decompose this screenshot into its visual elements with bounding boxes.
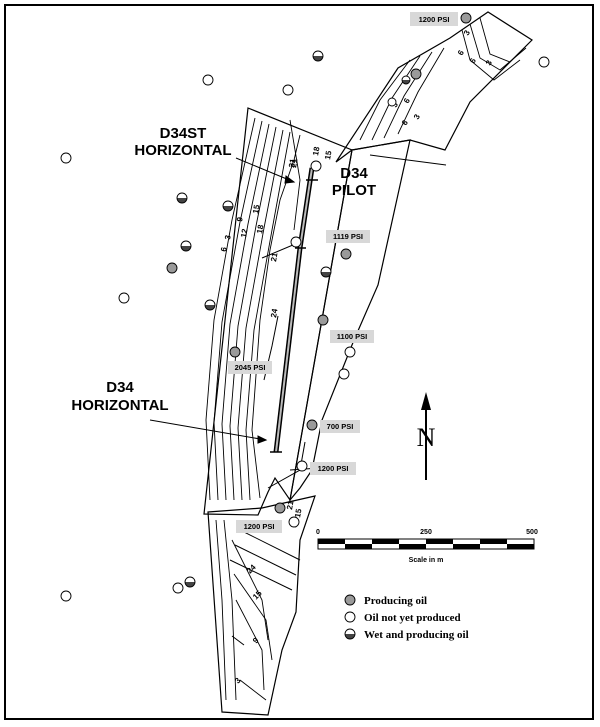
label-pointers — [149, 157, 296, 444]
contour-label: 6 — [468, 56, 478, 65]
contour-label: 21 — [269, 251, 280, 262]
unproduced-well — [296, 460, 308, 472]
unproduced-well — [60, 590, 72, 602]
contour-label: 15 — [323, 149, 334, 160]
producing-well — [460, 12, 472, 24]
d34-pilot-label-line2: PILOT — [332, 182, 376, 199]
d34st-label-line2: HORIZONTAL — [134, 142, 231, 159]
contour-label: 15 — [251, 203, 262, 214]
unproduced-well — [538, 56, 550, 68]
wet-producing-well — [180, 240, 192, 252]
producing-well — [306, 419, 318, 431]
north-arrow: N — [417, 392, 436, 480]
contour-label: 3 — [462, 28, 472, 37]
contour-label: 18 — [311, 145, 322, 156]
north-arrow-letter: N — [417, 423, 436, 452]
northeast-fault-block — [335, 11, 533, 163]
contour-label: 6 — [402, 96, 412, 105]
legend-wet-symbol — [344, 628, 356, 640]
contour-label: 24 — [245, 562, 258, 575]
unproduced-well — [344, 346, 356, 358]
scale-tick-label: 0 — [316, 529, 320, 536]
map-frame — [4, 4, 594, 720]
pressure-badge: 1200 PSI — [244, 522, 275, 531]
unproduced-well — [282, 84, 294, 96]
pressure-badge: 1200 PSI — [318, 464, 349, 473]
contour-label: 3 — [412, 112, 422, 121]
producing-well — [317, 314, 329, 326]
wet-producing-well — [401, 75, 411, 85]
contour-label: 9 — [251, 636, 261, 646]
unproduced-well — [338, 368, 350, 380]
contour-label: 3 — [233, 676, 243, 686]
pressure-badge: 1119 PSI — [333, 232, 363, 241]
d34-horizontal-label-line2: HORIZONTAL — [71, 397, 168, 414]
pressure-badge: 1100 PSI — [337, 332, 367, 341]
producing-well — [410, 68, 422, 80]
unproduced-well — [387, 97, 397, 107]
unproduced-well — [310, 160, 322, 172]
wet-producing-well — [184, 576, 196, 588]
contour-label: 21 — [285, 499, 296, 510]
pressure-badge: 700 PSI — [327, 422, 354, 431]
unproduced-well — [172, 582, 184, 594]
producing-well — [340, 248, 352, 260]
scale-tick-label: 500 — [526, 529, 538, 536]
legend-producing-symbol — [344, 594, 356, 606]
well-symbols — [60, 12, 550, 602]
pressure-badge: 2045 PSI — [235, 363, 266, 372]
legend-producing-label: Producing oil — [364, 595, 427, 607]
unproduced-well — [60, 152, 72, 164]
wet-producing-well — [312, 50, 324, 62]
legend-unproduced-symbol — [344, 611, 356, 623]
wet-producing-well — [222, 200, 234, 212]
contour-label: 6 — [400, 118, 410, 127]
contour-label: 15 — [293, 507, 304, 518]
wet-producing-well — [320, 266, 332, 278]
pressure-badge: 1200 PSI — [419, 15, 450, 24]
contours-west — [205, 117, 301, 501]
contour-label: 18 — [255, 223, 266, 234]
contour-label: 3 — [484, 58, 494, 67]
contour-label: 24 — [269, 307, 280, 318]
contours-northeast — [359, 17, 527, 141]
unproduced-well — [290, 236, 302, 248]
contour-label: 6 — [219, 246, 229, 252]
contour-label: 12 — [239, 227, 250, 238]
d34st-label-line1: D34ST — [160, 125, 207, 142]
scale-tick-label: 250 — [420, 529, 432, 536]
wells — [270, 167, 318, 453]
producing-well — [166, 262, 178, 274]
contour-label: 21 — [289, 157, 300, 168]
scale-bar: 0 250 500 Scale in m — [316, 529, 538, 564]
unproduced-well — [202, 74, 214, 86]
unproduced-well — [288, 516, 300, 528]
legend: Producing oil Oil not yet produced Wet a… — [344, 594, 469, 641]
contour-label: 9 — [235, 216, 245, 222]
d34-horizontal-label-line1: D34 — [106, 379, 134, 396]
producing-well — [274, 502, 286, 514]
contour-label: 21 — [287, 157, 298, 168]
wet-producing-well — [204, 299, 216, 311]
contour-label: 3 — [223, 234, 233, 240]
unproduced-well — [118, 292, 130, 304]
pressure-badges: 1200 PSI 1119 PSI 1100 PSI 2045 PSI 700 … — [228, 12, 458, 533]
producing-well — [229, 346, 241, 358]
legend-unproduced-label: Oil not yet produced — [364, 612, 461, 624]
scale-caption: Scale in m — [409, 557, 444, 564]
contours-south — [215, 519, 273, 701]
d34-pilot-label-line1: D34 — [340, 165, 368, 182]
legend-wet-label: Wet and producing oil — [364, 629, 469, 641]
wet-producing-well — [176, 192, 188, 204]
contour-label: 6 — [456, 48, 466, 57]
